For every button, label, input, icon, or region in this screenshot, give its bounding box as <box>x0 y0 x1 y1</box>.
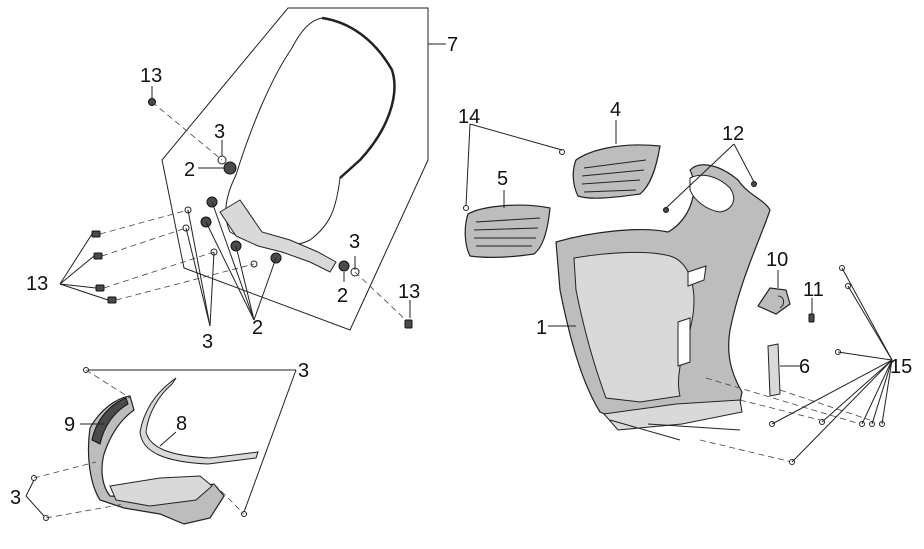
bolt-13-b-axis <box>101 227 187 257</box>
lower-cover-leaders <box>25 369 297 517</box>
front-cover-hardware-axis-4 <box>779 389 871 421</box>
callout-8: 8 <box>176 413 187 435</box>
front-cover-hardware-axis-2 <box>699 439 793 463</box>
windshield-leaders <box>59 43 446 327</box>
bolt-13-b <box>93 252 103 260</box>
callout-3-bottom: 3 <box>202 331 213 353</box>
panel-8 <box>139 377 259 465</box>
callout-3-lower-left: 3 <box>10 487 21 509</box>
callout-1: 1 <box>536 317 547 339</box>
callout-9: 9 <box>64 414 75 436</box>
grommet-2-right <box>338 260 350 272</box>
fasteners-15 <box>769 265 885 465</box>
callout-13-top: 13 <box>140 65 162 87</box>
callout-12: 12 <box>722 123 744 145</box>
grille-4 <box>572 144 661 199</box>
screw-3-right-axis <box>213 483 245 515</box>
front-cover-support-2 <box>647 423 741 431</box>
grommet-2-top <box>223 161 237 175</box>
callout-5: 5 <box>497 168 508 190</box>
front-cover-support-1 <box>609 419 681 441</box>
callout-3-lower-top: 3 <box>298 360 309 382</box>
windshield-bracket <box>219 199 337 273</box>
bolt-13-c <box>95 284 105 292</box>
grille-5 <box>464 204 551 258</box>
bolt-13-d <box>107 296 117 304</box>
lower-cover-group <box>31 367 259 525</box>
front-cover-leaders <box>465 120 893 463</box>
bolt-13-top-axis <box>151 101 223 161</box>
bolt-13-c-axis <box>103 251 215 289</box>
windshield-assembly-frame <box>161 7 429 331</box>
callout-13-left: 13 <box>26 273 48 295</box>
bolt-13-d-axis <box>115 263 255 301</box>
callout-3-top: 3 <box>214 121 225 143</box>
callout-14: 14 <box>458 106 480 128</box>
screw-12-b <box>751 181 757 187</box>
callout-2-top: 2 <box>184 159 195 181</box>
bolt-13-right <box>404 319 413 329</box>
screw-14-b <box>463 205 469 211</box>
callout-4: 4 <box>610 99 621 121</box>
front-cover-hardware-axis-1 <box>705 377 861 425</box>
callout-7: 7 <box>447 34 458 56</box>
windshield-screen-rim <box>321 16 396 179</box>
windshield-group <box>91 7 429 331</box>
bolt-13-a <box>91 230 101 238</box>
strip-6 <box>767 343 781 397</box>
bolt-13-right-axis <box>354 271 409 323</box>
front-cover-hardware-axis-3 <box>739 399 821 421</box>
bolt-13-a-axis <box>99 209 189 235</box>
front-cover-slot-2 <box>687 265 707 287</box>
callout-2-bottom: 2 <box>252 317 263 339</box>
panel-9-inner <box>109 475 213 507</box>
callout-11: 11 <box>803 279 824 301</box>
hook-10 <box>757 287 791 315</box>
screw-3-left-a-axis <box>33 461 97 479</box>
front-cover-footboard <box>603 399 743 431</box>
front-cover-upper-cutout <box>689 174 735 213</box>
callout-15: 15 <box>890 356 912 378</box>
callout-13-right: 13 <box>398 281 420 303</box>
screw-3-top-axis <box>85 369 131 399</box>
front-cover-slot-1 <box>677 317 691 367</box>
callout-10: 10 <box>766 249 788 271</box>
callout-6: 6 <box>799 356 810 378</box>
screw-11 <box>808 313 815 323</box>
front-cover-group <box>555 164 871 463</box>
callout-2-right: 2 <box>337 285 348 307</box>
screw-12-a <box>663 207 669 213</box>
screw-14-a <box>559 149 565 155</box>
panel-9-dark-edge <box>91 397 129 445</box>
screw-3-left-b-axis <box>45 503 125 519</box>
callout-3-right: 3 <box>349 231 360 253</box>
